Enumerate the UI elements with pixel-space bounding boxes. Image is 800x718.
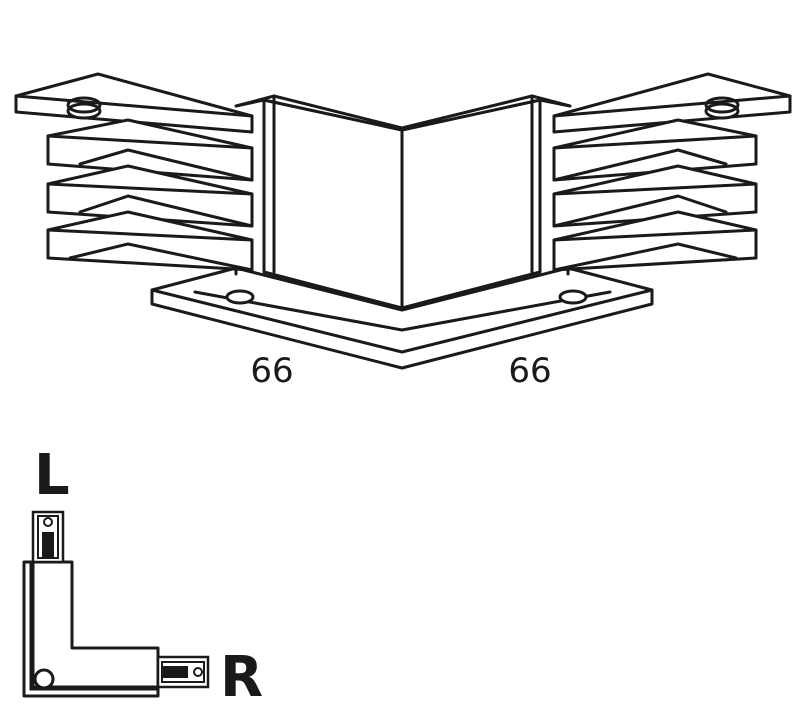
right-top-plate xyxy=(552,72,792,134)
right-fins xyxy=(552,118,758,272)
base-hole-left xyxy=(225,289,255,305)
connector-head-right xyxy=(156,655,210,689)
connector-head-top xyxy=(31,510,65,564)
label-l: L xyxy=(34,443,70,508)
label-r: R xyxy=(220,645,263,710)
center-block xyxy=(234,94,572,310)
base-hole-right xyxy=(558,289,588,305)
dimension-right: 66 xyxy=(508,351,551,391)
connector-isometric xyxy=(14,72,792,370)
schematic-top-view: L R xyxy=(22,443,263,710)
dimension-left: 66 xyxy=(250,351,293,391)
left-fins xyxy=(46,118,254,272)
left-top-plate xyxy=(14,72,254,134)
